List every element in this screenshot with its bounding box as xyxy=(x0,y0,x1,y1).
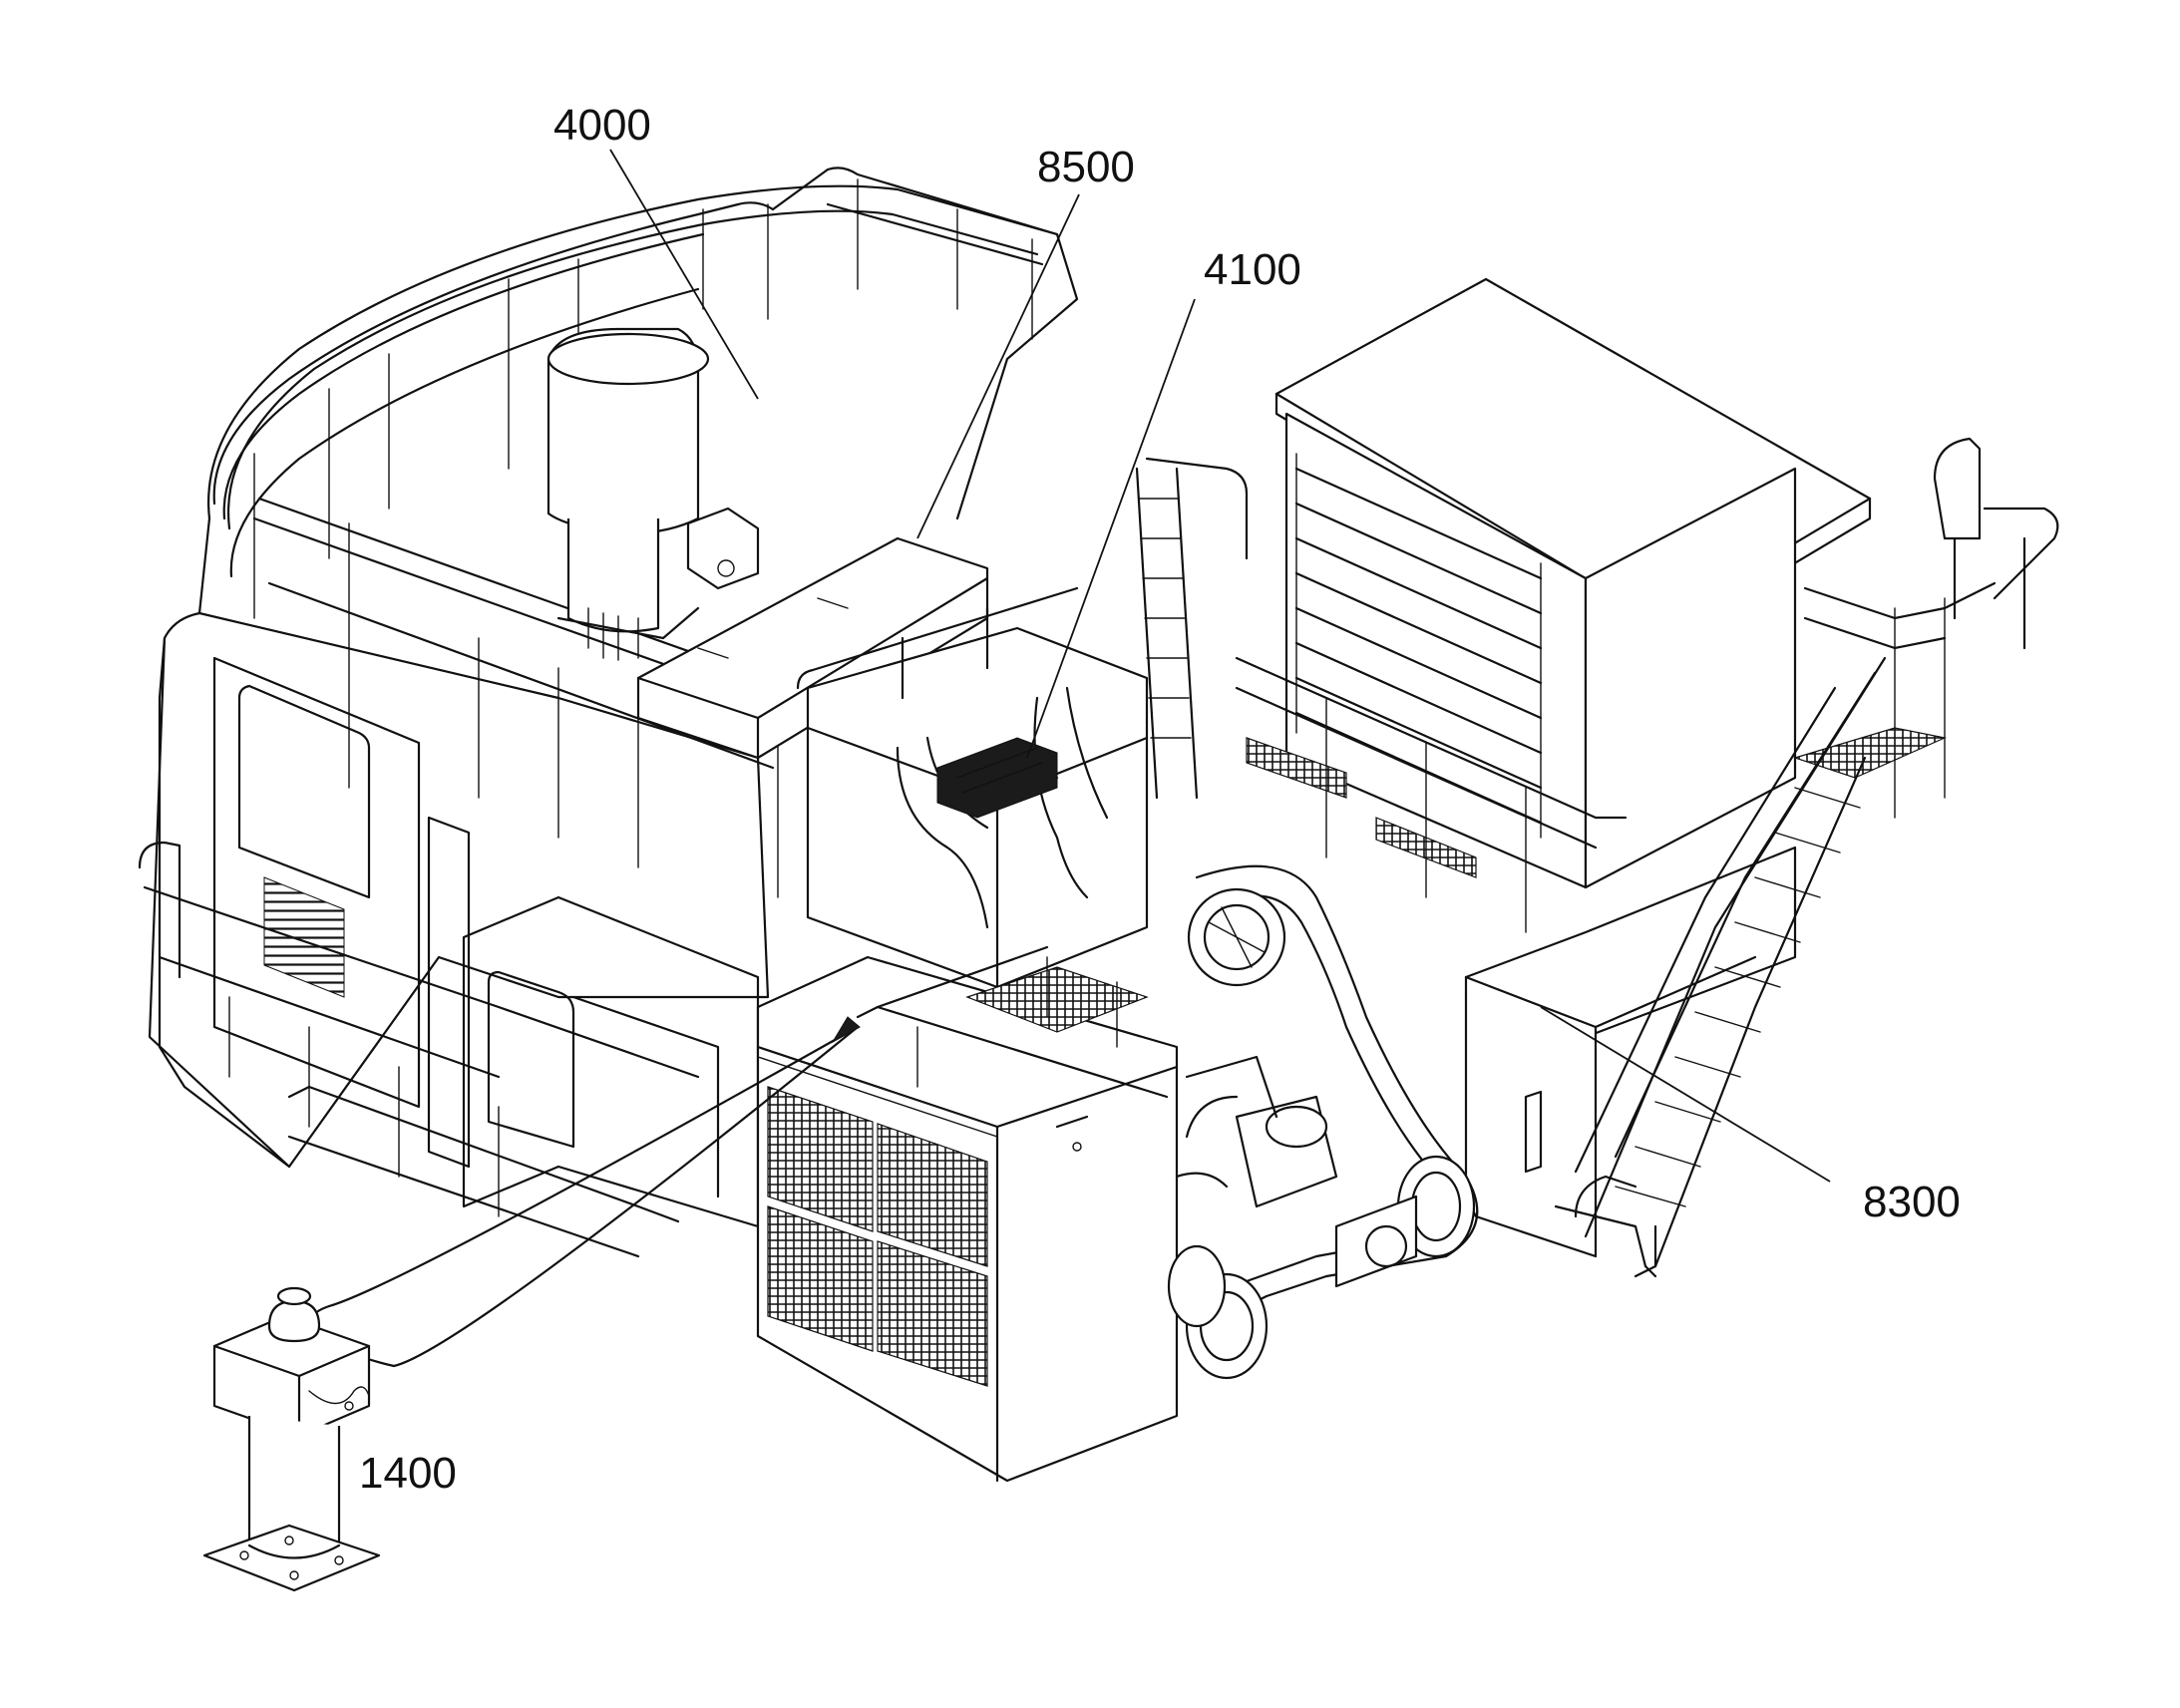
stairway xyxy=(1524,656,1887,1278)
label-4100: 4100 xyxy=(1204,245,1301,294)
label-8500: 8500 xyxy=(1037,143,1135,191)
leader-8300 xyxy=(1540,1006,1831,1183)
leader-8500 xyxy=(916,193,1080,539)
leader-4000 xyxy=(609,149,759,400)
central-equipment-4100 xyxy=(796,457,1249,989)
callout-leaders xyxy=(609,149,1831,1183)
cab-louvres xyxy=(1294,453,1543,839)
leader-4100 xyxy=(1026,298,1196,759)
exhaust-stack xyxy=(546,327,760,661)
label-1400: 1400 xyxy=(359,1449,457,1498)
cab-8300 xyxy=(1235,277,2059,1258)
inset-beacon-detail xyxy=(202,1016,861,1592)
callout-labels: 4000 8500 4100 8300 1400 xyxy=(359,101,1961,1498)
label-8300: 8300 xyxy=(1863,1178,1961,1226)
undercarriage xyxy=(1167,864,1479,1380)
wheel-rear-left xyxy=(1167,1244,1227,1328)
label-4000: 4000 xyxy=(553,101,651,150)
front-radiator-enclosure xyxy=(756,945,1179,1483)
wheel-upper xyxy=(1187,887,1286,987)
